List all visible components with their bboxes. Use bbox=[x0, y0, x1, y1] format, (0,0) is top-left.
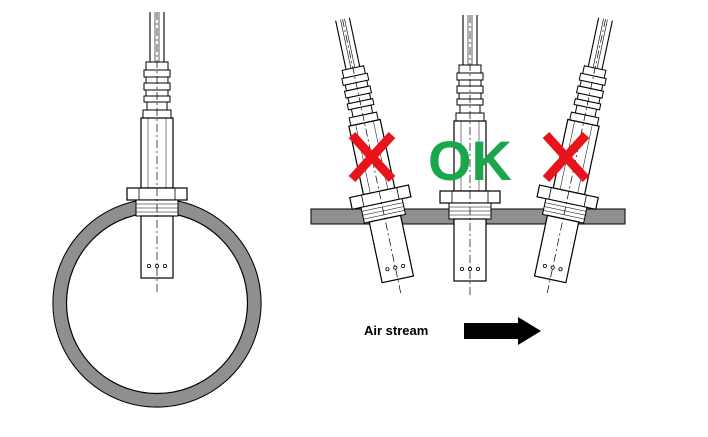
air-stream-label: Air stream bbox=[364, 323, 428, 338]
ok-label: OK bbox=[428, 129, 512, 192]
sensor-tilted-downstream bbox=[516, 12, 636, 302]
cross-icon bbox=[348, 131, 396, 183]
arrow-right-icon bbox=[464, 317, 541, 345]
cross-icon bbox=[542, 131, 590, 183]
sensor-pipe-mounted bbox=[126, 11, 188, 295]
